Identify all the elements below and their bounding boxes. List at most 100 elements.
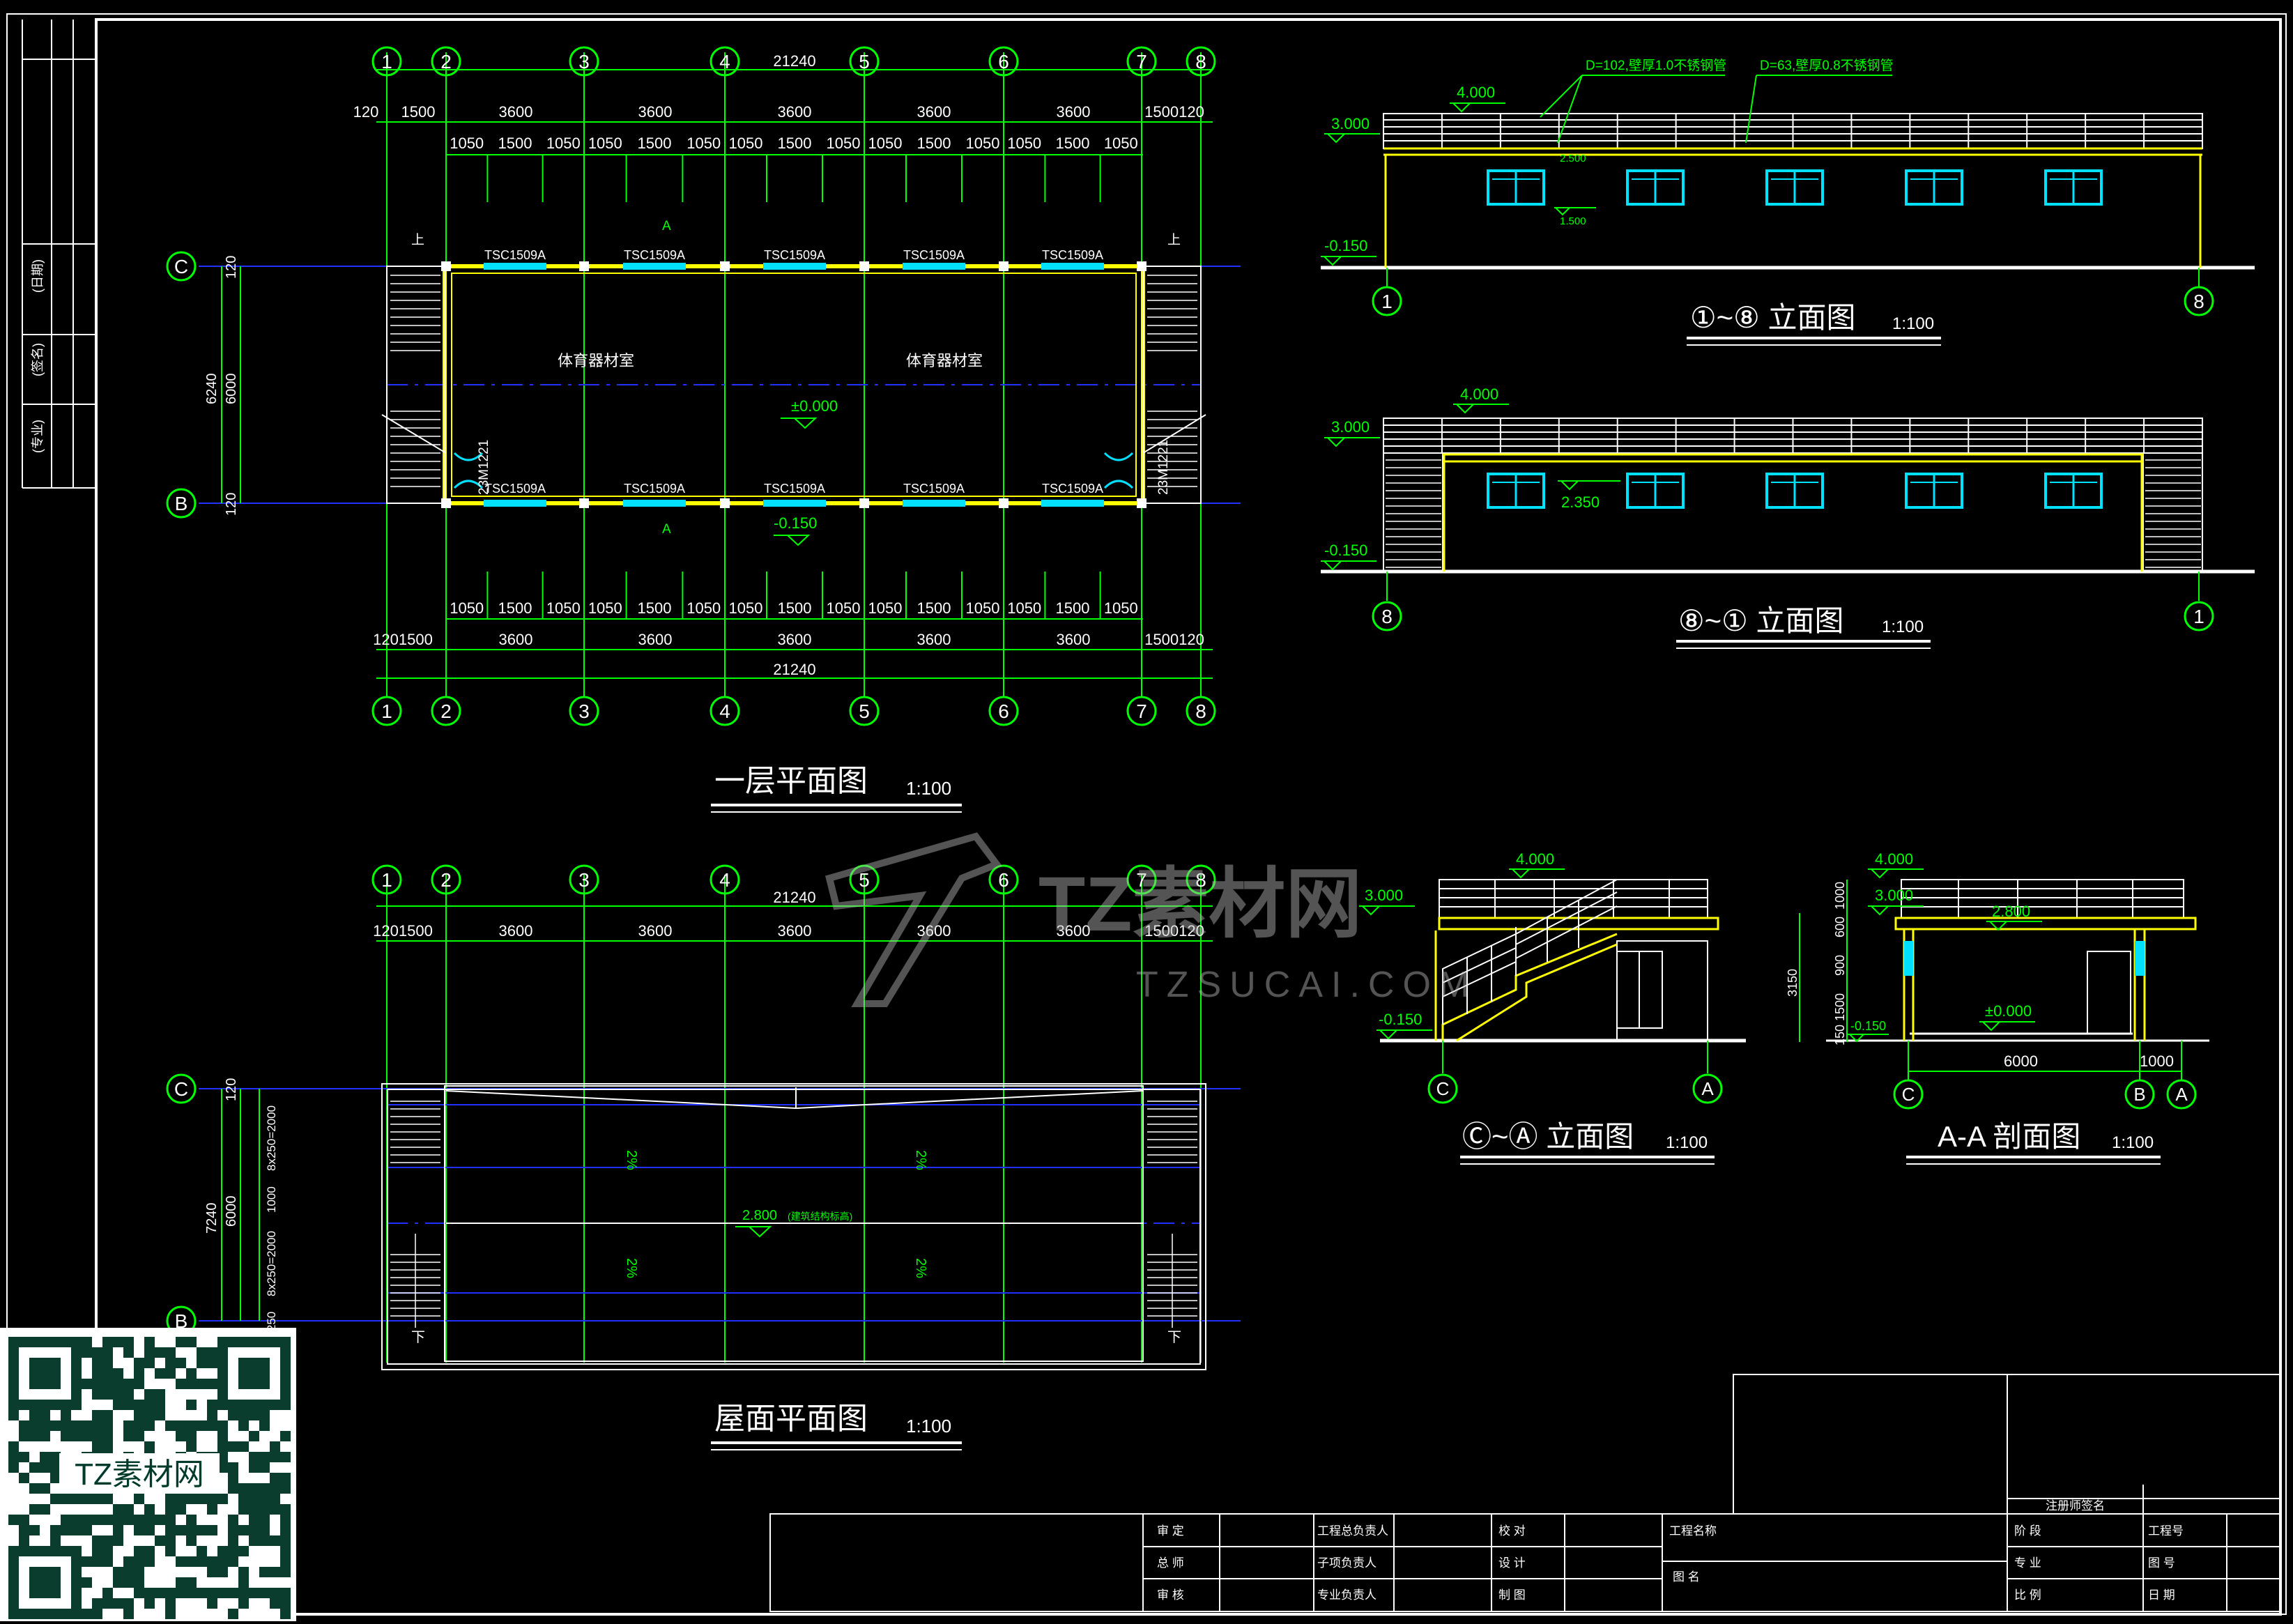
qr-cell: [155, 1535, 165, 1546]
qr-cell: [207, 1379, 217, 1389]
axis-bubble: [710, 864, 740, 895]
qr-cell: [249, 1494, 259, 1504]
e1-notes: D=102,壁厚1.0不锈钢管 D=63,壁厚0.8不锈钢管: [1540, 58, 1894, 144]
roof-plan: 2.800 (建筑结构标高) 2% 2% 2% 2% 下 下 212401201…: [166, 864, 1241, 1450]
axis-label: 3: [578, 51, 590, 72]
qr-cell: [176, 1431, 186, 1441]
qr-cell: [217, 1546, 228, 1556]
qr-cell: [29, 1462, 40, 1473]
window-tag-bottom: TSC1509A: [624, 482, 685, 496]
qr-cell: [238, 1588, 249, 1598]
qr-cell: [144, 1389, 155, 1400]
qr-cell: [61, 1525, 71, 1535]
window-opening: [903, 500, 965, 507]
dim-sub-bottom: 1500: [917, 599, 951, 617]
dim-top: 3600: [778, 922, 812, 940]
qr-finder-core: [238, 1358, 270, 1389]
plan1-window-tags: TSC1509ATSC1509ATSC1509ATSC1509ATSC1509A…: [484, 248, 1103, 496]
window-opening: [1041, 263, 1104, 270]
sec-lvl-ground: -0.150: [1850, 1019, 1886, 1033]
dim-sub-bottom: 1050: [827, 599, 861, 617]
dim-sub-top: 1050: [1104, 135, 1138, 152]
qr-cell: [207, 1598, 217, 1609]
axis-bubble: [1126, 864, 1157, 895]
sec-lvl-beam: 2.800: [1992, 903, 2030, 920]
axis-bubble: [1186, 46, 1216, 77]
e1-axis-right: 8: [2193, 291, 2204, 312]
qr-cell: [186, 1525, 197, 1535]
side-strip-major: (专业): [31, 420, 45, 453]
qr-cell: [186, 1535, 197, 1546]
qr-cell: [82, 1494, 92, 1504]
qr-cell: [280, 1431, 291, 1441]
qr-cell: [113, 1379, 123, 1389]
qr-cell: [40, 1483, 50, 1494]
qr-cell: [19, 1473, 29, 1483]
axis-label: 8: [1195, 869, 1206, 891]
tb-r2c3: 图 名: [1673, 1570, 1700, 1584]
qr-cell: [134, 1410, 144, 1420]
qr-cell: [217, 1431, 228, 1441]
dim-sub-top: 1050: [966, 135, 1000, 152]
window-opening: [903, 263, 965, 270]
qr-cell: [123, 1431, 134, 1441]
qr-cell: [113, 1577, 123, 1588]
qr-cell: [165, 1535, 176, 1546]
qr-cell: [280, 1473, 291, 1483]
dim-sub-bottom: 1500: [498, 599, 532, 617]
sec-dim-1: 1000: [1833, 882, 1847, 910]
qr-cell: [92, 1358, 102, 1368]
e2-axis-right: 1: [2193, 606, 2204, 627]
plan1-columns: [441, 261, 1146, 508]
axis-label: B: [175, 1310, 188, 1332]
qr-cell: [102, 1546, 113, 1556]
window-opening: [763, 500, 826, 507]
e3-title-text: Ⓒ~Ⓐ 立面图: [1462, 1120, 1634, 1153]
qr-cell: [186, 1337, 197, 1347]
qr-cell: [176, 1588, 186, 1598]
axis-label: 4: [719, 700, 730, 722]
qr-cell: [102, 1431, 113, 1441]
watermark-brand: TZ素材网: [1038, 861, 1362, 947]
column: [441, 498, 451, 508]
qr-cell: [102, 1347, 113, 1358]
qr-cell: [207, 1556, 217, 1567]
qr-cell: [29, 1504, 40, 1515]
e1-lvl-top: 4.000: [1457, 84, 1495, 101]
e2-lvl-top: 4.000: [1460, 385, 1498, 403]
e2-axis-left: 8: [1381, 606, 1393, 627]
qr-cell: [249, 1452, 259, 1462]
qr-cell: [270, 1452, 280, 1462]
qr-cell: [144, 1556, 155, 1567]
sec-vdims: 3150 1000 600 900 1500 150: [1786, 880, 1848, 1045]
qr-cell: [102, 1515, 113, 1525]
window-tag-bottom: TSC1509A: [484, 482, 546, 496]
window-tag-bottom: TSC1509A: [1042, 482, 1103, 496]
qr-cell: [228, 1535, 238, 1546]
qr-cell: [144, 1410, 155, 1420]
sec-axis-c: C: [1902, 1084, 1915, 1105]
plan1-title: 一层平面图 1:100: [711, 764, 962, 813]
e1-note-pipe2: D=63,壁厚0.8不锈钢管: [1760, 58, 1894, 73]
qr-cell: [102, 1379, 113, 1389]
watermark: TZ素材网 TZSUCAI.COM: [825, 832, 1469, 1007]
side-dim-top: 120: [224, 256, 239, 279]
qr-cell: [228, 1410, 238, 1420]
qr-cell: [134, 1556, 144, 1567]
qr-code: TZ素材网: [0, 1328, 296, 1621]
qr-cell: [165, 1358, 176, 1368]
qr-cell: [113, 1368, 123, 1379]
qr-cell: [280, 1609, 291, 1619]
qr-cell: [280, 1567, 291, 1577]
qr-cell: [228, 1441, 238, 1452]
qr-cell: [113, 1525, 123, 1535]
qr-cell: [207, 1420, 217, 1431]
column: [999, 261, 1009, 271]
qr-cell: [176, 1525, 186, 1535]
qr-cell: [249, 1410, 259, 1420]
qr-cell: [123, 1400, 134, 1410]
qr-cell: [165, 1347, 176, 1358]
qr-cell: [40, 1504, 50, 1515]
section-a-a: 4.000 3.000 2.800 ±0.000 -0.150 3150 100…: [1786, 850, 2209, 1165]
